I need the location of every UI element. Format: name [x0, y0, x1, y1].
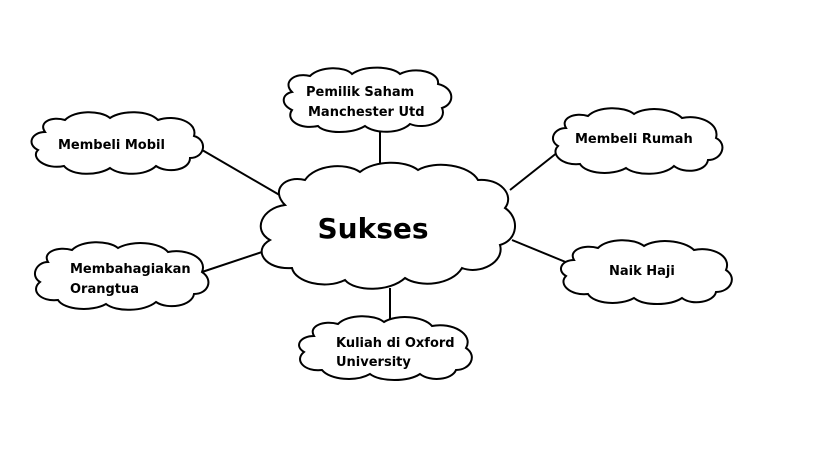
node-bottom-cloud — [298, 315, 473, 381]
node-bottom-right-cloud — [559, 239, 733, 305]
node-bottom-left-cloud — [33, 241, 210, 311]
center-node: Sukses — [259, 161, 516, 290]
svg-text:Membahagiakan Orangtua: Membahagiakan Orangtua — [70, 262, 195, 297]
connectors — [196, 130, 569, 325]
node-top-right-cloud — [551, 107, 724, 175]
node-bottom-right: Naik Haji — [559, 239, 733, 305]
node-top-cloud — [282, 66, 453, 133]
node-top-right: Membeli Rumah — [551, 107, 724, 175]
node-top-line-1: Pemilik Saham — [306, 85, 414, 100]
center-cloud — [259, 161, 516, 290]
node-top-right-line-1: Membeli Rumah — [575, 132, 693, 147]
center-label: Sukses — [317, 212, 428, 245]
node-top: Pemilik Saham Manchester Utd — [282, 66, 453, 133]
svg-text:Kuliah di Oxford Univers: Kuliah di Oxford University — [336, 336, 459, 370]
node-top-left-line-1: Membeli Mobil — [58, 138, 165, 153]
node-bottom-line-1: Kuliah di Oxford — [336, 336, 455, 351]
connector-top-right — [509, 151, 559, 191]
svg-text:Pemilik Saham Manchester: Pemilik Saham Manchester Utd — [306, 85, 425, 120]
node-top-line-2: Manchester Utd — [308, 105, 425, 120]
node-bottom-line-2: University — [336, 355, 411, 370]
node-bottom-left-line-2: Orangtua — [70, 282, 139, 297]
node-bottom: Kuliah di Oxford University — [298, 315, 473, 381]
connector-bottom-right — [511, 239, 569, 264]
node-top-left-cloud — [30, 111, 204, 175]
node-bottom-left-line-1: Membahagiakan — [70, 262, 191, 277]
connector-top-left — [196, 146, 284, 198]
node-bottom-right-line-1: Naik Haji — [609, 264, 675, 279]
connector-bottom-left — [201, 249, 269, 273]
node-bottom-left: Membahagiakan Orangtua — [33, 241, 210, 311]
node-top-left: Membeli Mobil — [30, 111, 204, 175]
